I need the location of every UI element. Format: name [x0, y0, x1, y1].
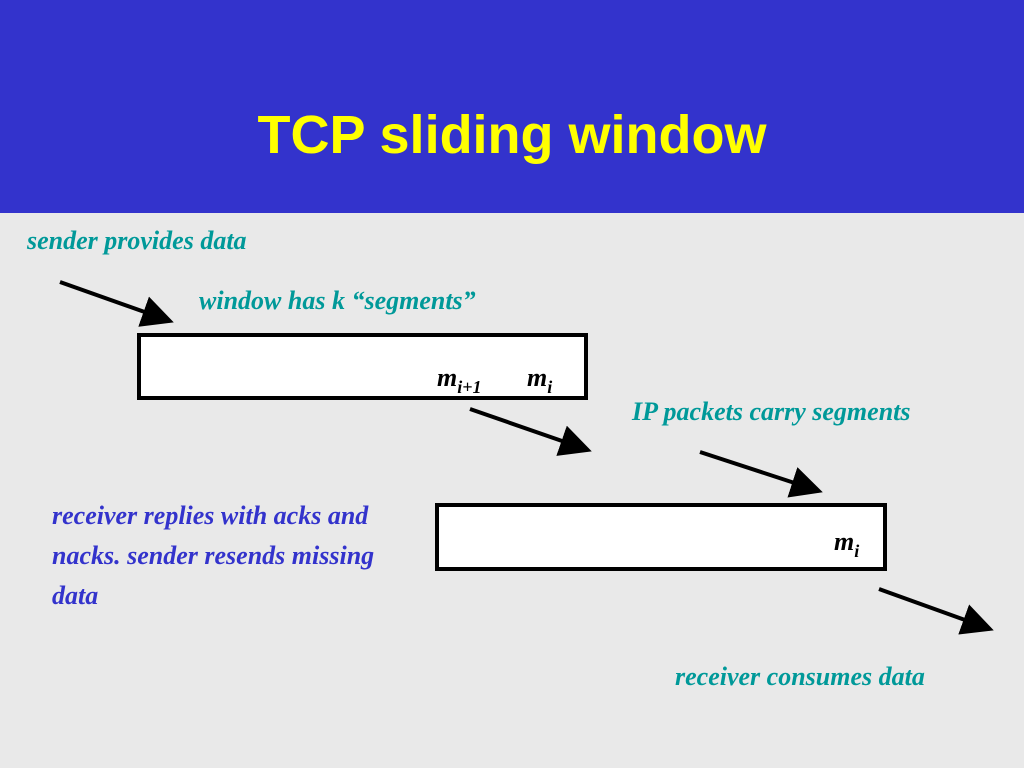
- ip-packet-arrow: [699, 450, 823, 498]
- segment-m-i-plus-1: mi+1: [437, 363, 482, 397]
- segment-m-i-sender: mi: [527, 363, 553, 397]
- title-banner: [0, 0, 1024, 213]
- receiver-window-box: [435, 503, 887, 571]
- consume-arrow: [878, 587, 994, 635]
- sender-arrow: [59, 280, 174, 327]
- segment-m-i-receiver: mi: [834, 527, 860, 561]
- sender-window-box: [137, 333, 588, 400]
- receiver-replies-label: receiver replies with acks and nacks. se…: [52, 501, 375, 610]
- segment-arrow: [469, 407, 592, 456]
- ip-packets-label: IP packets carry segments: [632, 397, 911, 426]
- slide-title: TCP sliding window: [257, 105, 767, 165]
- receiver-consumes-data-label: receiver consumes data: [675, 662, 925, 691]
- window-has-k-segments-label: window has k “segments”: [199, 286, 476, 315]
- sender-provides-data-label: sender provides data: [27, 226, 247, 255]
